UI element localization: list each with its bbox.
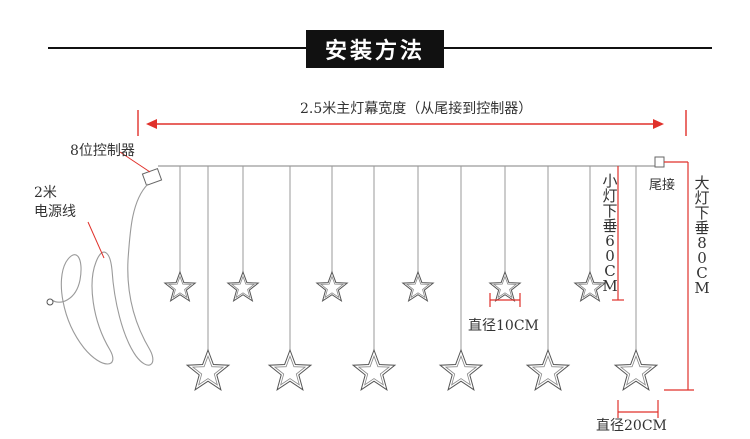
width-arrowhead-left bbox=[146, 119, 157, 129]
large-star-4 bbox=[438, 348, 484, 391]
cable-name-label: 电源线 bbox=[34, 204, 76, 220]
large-star-6-inner-outline bbox=[619, 355, 653, 386]
small-star-6 bbox=[573, 270, 607, 303]
small-star-6-inner-outline bbox=[577, 275, 603, 299]
controller-callout bbox=[119, 151, 151, 173]
big-drop-label: 大灯下垂80CM bbox=[694, 174, 710, 297]
cable-callout bbox=[87, 221, 105, 259]
small-star-1-inner-outline bbox=[167, 275, 193, 299]
width-arrowhead-right bbox=[653, 119, 664, 129]
drop-strings bbox=[163, 166, 659, 391]
large-star-4-inner-outline bbox=[444, 355, 478, 386]
cable-length-label: 2米 bbox=[34, 185, 57, 201]
small-diameter-label: 直径10CM bbox=[468, 318, 539, 334]
large-star-5-inner-outline bbox=[531, 355, 565, 386]
large-star-3-inner-outline bbox=[357, 355, 391, 386]
width-label: 2.5米主灯幕宽度（从尾接到控制器） bbox=[300, 101, 533, 117]
power-cable bbox=[51, 183, 154, 366]
large-star-2-inner-outline bbox=[273, 355, 307, 386]
small-star-1 bbox=[163, 270, 197, 303]
controller-label: 8位控制器 bbox=[70, 143, 135, 159]
power-plug bbox=[46, 298, 54, 306]
controller-box bbox=[141, 167, 163, 187]
big-diameter-label: 直径20CM bbox=[596, 418, 667, 434]
page-title: 安装方法 bbox=[306, 30, 444, 68]
small-star-4 bbox=[401, 270, 435, 303]
large-star-6 bbox=[613, 348, 659, 391]
small-star-3 bbox=[315, 270, 349, 303]
small-star-3-inner-outline bbox=[319, 275, 345, 299]
small-star-4-inner-outline bbox=[405, 275, 431, 299]
tail-label: 尾接 bbox=[649, 178, 676, 193]
small-drop-label: 小灯下垂60CM bbox=[602, 172, 618, 295]
large-star-1 bbox=[185, 348, 231, 391]
large-star-5 bbox=[525, 348, 571, 391]
small-star-5-inner-outline bbox=[492, 275, 518, 299]
large-star-1-inner-outline bbox=[191, 355, 225, 386]
small-star-5 bbox=[488, 270, 522, 303]
small-star-2-inner-outline bbox=[230, 275, 256, 299]
small-star-2 bbox=[226, 270, 260, 303]
tail-connector bbox=[654, 156, 665, 168]
large-star-2 bbox=[267, 348, 313, 391]
large-star-3 bbox=[351, 348, 397, 391]
